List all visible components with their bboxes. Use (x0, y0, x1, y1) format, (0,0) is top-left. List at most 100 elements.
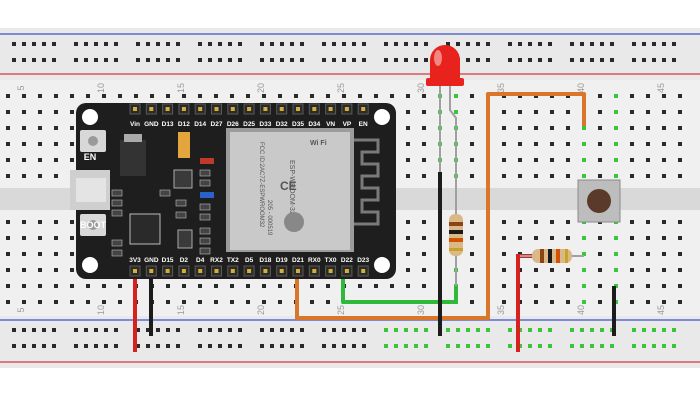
rail-hole (228, 328, 232, 332)
breadboard-hole (390, 284, 394, 288)
rail-hole (42, 58, 46, 62)
espressif-logo (284, 212, 304, 232)
rail-hole (300, 328, 304, 332)
breadboard-hole (502, 268, 506, 272)
column-number: 40 (576, 305, 586, 315)
breadboard-hole (54, 236, 58, 240)
breadboard-hole (614, 268, 618, 272)
breadboard-hole (118, 94, 122, 98)
breadboard-hole (614, 236, 618, 240)
push-button[interactable] (577, 179, 621, 223)
breadboard-hole (198, 284, 202, 288)
breadboard-hole (598, 300, 602, 304)
breadboard-hole (38, 174, 42, 178)
breadboard-hole (54, 142, 58, 146)
rail-hole (518, 58, 522, 62)
rail-hole (600, 328, 604, 332)
breadboard-hole (70, 94, 74, 98)
column-number: 35 (496, 305, 506, 315)
breadboard-hole (598, 268, 602, 272)
column-number: 5 (16, 307, 26, 312)
rail-hole (104, 58, 108, 62)
rail-hole (136, 344, 140, 348)
rail-hole (414, 42, 418, 46)
rail-hole (642, 42, 646, 46)
rail-hole (590, 344, 594, 348)
rail-hole (486, 58, 490, 62)
rail-hole (672, 328, 676, 332)
breadboard-hole (70, 252, 74, 256)
pin-label-bottom: D22 (341, 257, 353, 264)
column-number: 20 (256, 83, 266, 93)
rail-hole (74, 42, 78, 46)
rail-hole (228, 58, 232, 62)
breadboard-hole (6, 252, 10, 256)
rail-hole (652, 344, 656, 348)
rail-hole (114, 344, 118, 348)
rail-hole (342, 328, 346, 332)
rail-hole (662, 328, 666, 332)
rail-hole (218, 42, 222, 46)
smd-component (199, 203, 211, 211)
rail-hole (362, 42, 366, 46)
breadboard-hole (6, 110, 10, 114)
breadboard-hole (470, 174, 474, 178)
breadboard-hole (70, 284, 74, 288)
pin-label-bottom: TX0 (325, 257, 337, 264)
rail-hole (538, 58, 542, 62)
header-pin-contact (263, 269, 268, 273)
smd-component (199, 237, 211, 245)
rail-hole (94, 328, 98, 332)
breadboard-hole (566, 110, 570, 114)
breadboard-hole (198, 300, 202, 304)
header-pin-contact (181, 107, 186, 111)
breadboard-hole (54, 126, 58, 130)
breadboard-hole (566, 158, 570, 162)
breadboard-hole (678, 158, 682, 162)
header-pin-contact (296, 269, 300, 273)
breadboard-hole (550, 142, 554, 146)
breadboard-hole (102, 94, 106, 98)
mounting-hole (374, 109, 390, 125)
breadboard-hole (662, 94, 666, 98)
rail-hole (22, 58, 26, 62)
rail-hole (114, 328, 118, 332)
header-pin-contact (165, 107, 170, 111)
smd-component (111, 239, 123, 247)
breadboard-hole (294, 94, 298, 98)
breadboard-hole (582, 174, 586, 178)
breadboard-hole (22, 94, 26, 98)
rail-hole (104, 42, 108, 46)
rail-hole (176, 328, 180, 332)
breadboard-hole (678, 236, 682, 240)
rail-hole (352, 328, 356, 332)
rail-hole (342, 58, 346, 62)
led-body (430, 45, 460, 82)
breadboard-hole (598, 236, 602, 240)
pin-label-top: D32 (276, 121, 288, 128)
breadboard-hole (502, 174, 506, 178)
rail-hole (12, 58, 16, 62)
pin-label-bottom: RX2 (210, 257, 223, 264)
pin-label-top: D13 (162, 121, 174, 128)
breadboard-hole (406, 174, 410, 178)
resistor-led (449, 174, 463, 286)
breadboard-hole (86, 284, 90, 288)
rail-hole (548, 328, 552, 332)
rail-hole (290, 58, 294, 62)
push-button-cap[interactable] (587, 189, 611, 213)
breadboard-hole (534, 236, 538, 240)
column-number: 25 (336, 305, 346, 315)
rail-hole (322, 42, 326, 46)
breadboard-hole (6, 268, 10, 272)
breadboard-hole (278, 284, 282, 288)
breadboard-hole (38, 126, 42, 130)
rail-hole (104, 344, 108, 348)
smd-component (111, 199, 123, 207)
rail-hole (580, 328, 584, 332)
breadboard-hole (534, 268, 538, 272)
breadboard-hole (54, 300, 58, 304)
breadboard-hole (550, 110, 554, 114)
